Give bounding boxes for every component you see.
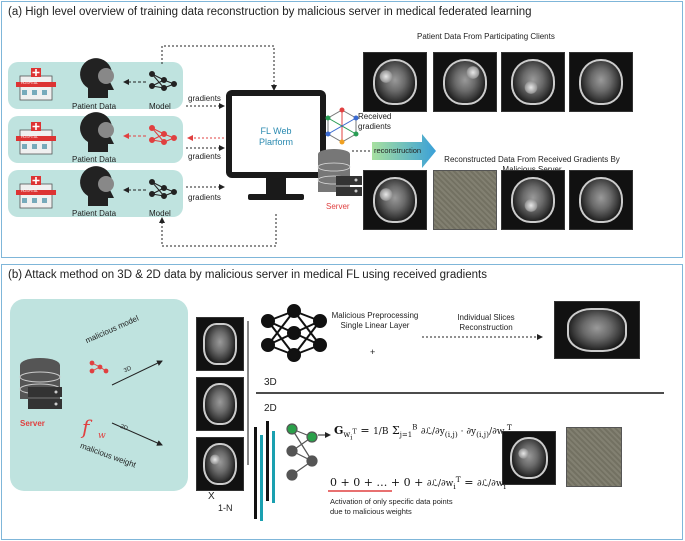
received-gradients-label: Received gradients bbox=[358, 112, 392, 131]
reconstructed-noise bbox=[433, 170, 497, 230]
mri-scan bbox=[433, 52, 497, 112]
reconstruction-arrow bbox=[372, 134, 436, 168]
hospital-icon bbox=[16, 68, 56, 101]
patient-data-label: Patient Data bbox=[72, 209, 117, 218]
database-icon bbox=[317, 149, 362, 196]
reconstruction-label: reconstruction bbox=[374, 146, 422, 155]
gradients-label: gradients bbox=[188, 152, 221, 161]
plus-symbol: + bbox=[370, 347, 376, 357]
hospital-icon bbox=[16, 176, 56, 209]
model-network-icon bbox=[149, 179, 177, 199]
panel-a-title: (a) High level overview of training data… bbox=[8, 6, 532, 18]
fw-symbol: f bbox=[82, 415, 90, 439]
panel-b-title: (b) Attack method on 3D & 2D data by mal… bbox=[8, 269, 487, 281]
label-2d: 2D bbox=[264, 403, 277, 414]
reconstructed-scan bbox=[569, 170, 633, 230]
activation-label: Activation of only specific data points … bbox=[330, 497, 453, 516]
patient-data-label: Patient Data bbox=[72, 155, 117, 164]
label-3d: 3D bbox=[264, 377, 277, 388]
patient-data-label: Patient Data bbox=[72, 102, 117, 111]
hospital-sign: HOSPITAL bbox=[21, 81, 39, 85]
mri-scan bbox=[196, 437, 244, 491]
reconstructed-noise bbox=[566, 427, 622, 487]
gradient-formula: GwiT = 1/B Σj=1B ∂ℒ/∂y(i,j) · ∂y(i,j)/∂w… bbox=[334, 423, 512, 442]
dotted-loop-top bbox=[161, 45, 277, 91]
neural-network-icon bbox=[286, 423, 318, 481]
hospital-sign: HOSPITAL bbox=[21, 189, 39, 193]
slice-stack-icon bbox=[254, 421, 275, 521]
neural-network-icon bbox=[261, 304, 327, 362]
patient-head-icon bbox=[80, 166, 114, 206]
server-label: Server bbox=[20, 419, 45, 428]
model-network-icon bbox=[149, 125, 177, 145]
monitor-icon bbox=[226, 90, 326, 200]
gradients-label: gradients bbox=[188, 94, 221, 103]
dotted-loop-bottom bbox=[159, 214, 277, 247]
ct-scan bbox=[196, 317, 244, 371]
hospital-sign: HOSPITAL bbox=[21, 135, 39, 139]
patient-head-icon bbox=[80, 58, 114, 98]
arrow-2d bbox=[111, 422, 163, 446]
patient-head-icon bbox=[80, 112, 114, 152]
graph-network-icon bbox=[325, 107, 359, 145]
model-label: Model bbox=[149, 102, 171, 111]
patient-data-title: Patient Data From Participating Clients bbox=[417, 32, 555, 41]
mri-scan bbox=[196, 377, 244, 431]
platform-label: FL Web Plarform bbox=[258, 126, 293, 147]
reconstructed-title: Reconstructed Data From Received Gradien… bbox=[444, 155, 620, 174]
preprocessing-label: Malicious Preprocessing Single Linear La… bbox=[331, 311, 419, 330]
x-label: X bbox=[208, 491, 215, 502]
model-network-icon bbox=[89, 360, 109, 374]
mri-scan bbox=[569, 52, 633, 112]
slices-label: Individual Slices Reconstruction bbox=[457, 313, 515, 332]
reconstructed-scan bbox=[363, 170, 427, 230]
n-label: 1-N bbox=[218, 503, 233, 513]
ct-reconstruction bbox=[554, 301, 640, 359]
panel-a: (a) High level overview of training data… bbox=[1, 1, 683, 258]
panel-b: (b) Attack method on 3D & 2D data by mal… bbox=[1, 264, 683, 540]
mri-scan bbox=[502, 431, 556, 485]
activation-formula: 0 + 0 + … + 0 + ∂ℒ/∂wiT = ∂ℒ/∂wiT bbox=[330, 475, 511, 491]
panel-b-diagram bbox=[19, 304, 664, 521]
fw-subscript: w bbox=[98, 431, 106, 441]
hospital-icon bbox=[16, 122, 56, 155]
model-label: Model bbox=[149, 209, 171, 218]
arrow-3d bbox=[111, 360, 163, 386]
panel-a-diagram bbox=[16, 45, 436, 247]
reconstructed-scan bbox=[501, 170, 565, 230]
model-network-icon bbox=[149, 71, 177, 91]
database-icon bbox=[19, 358, 62, 409]
server-label: Server bbox=[326, 202, 350, 211]
mri-scan bbox=[363, 52, 427, 112]
gradients-label: gradients bbox=[188, 193, 221, 202]
mri-scan bbox=[501, 52, 565, 112]
